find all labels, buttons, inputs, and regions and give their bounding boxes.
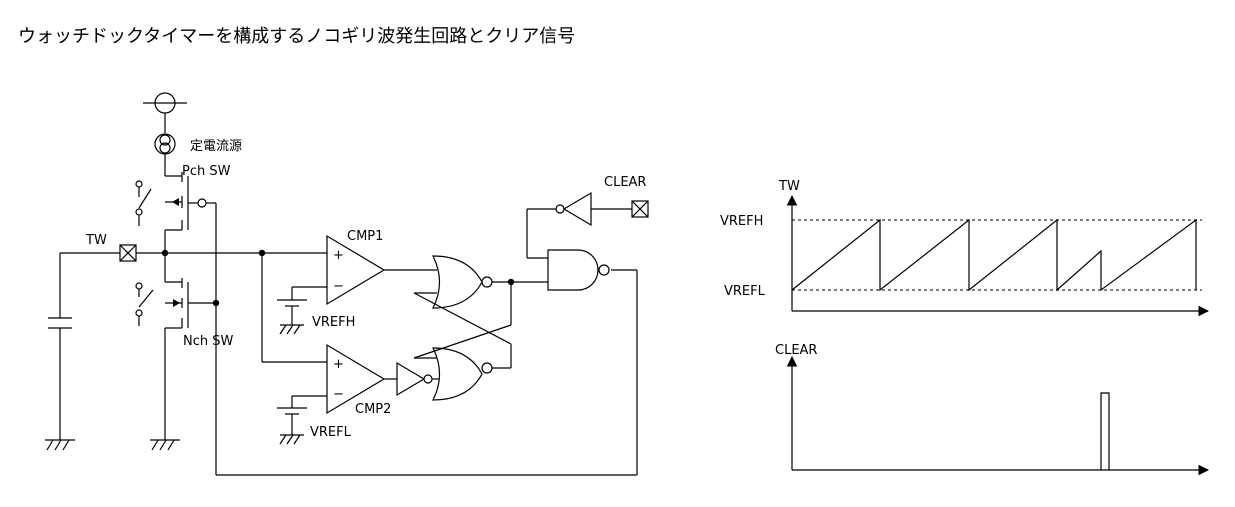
ground-symbol-nch	[150, 439, 180, 451]
ground-symbol-capacitor	[45, 439, 75, 451]
timing-capacitor	[48, 317, 72, 440]
vrefh-battery	[277, 286, 327, 335]
nor-gate-upper	[414, 255, 548, 309]
clear-pulse-waveform	[1100, 392, 1110, 470]
current-source-label: 定電流源	[190, 139, 242, 154]
pch-sw-label: Pch SW	[182, 164, 231, 179]
tw-graph-high-label: VREFH	[720, 214, 763, 229]
clear-terminal-label: CLEAR	[604, 175, 646, 190]
tw-graph-y-label: TW	[778, 179, 800, 194]
tw-graph: TW VREFH VREFL	[720, 179, 1210, 317]
vrefl-battery	[277, 395, 327, 445]
power-supply-terminal	[143, 92, 187, 133]
clear-terminal	[631, 200, 649, 218]
cmp2-minus-sign: −	[333, 387, 344, 402]
tw-label: TW	[85, 233, 107, 248]
inverter-cmp2	[396, 361, 439, 397]
nch-sw-label: Nch SW	[183, 334, 233, 349]
gate-junction-dot	[212, 299, 220, 307]
clear-graph: CLEAR	[775, 343, 1210, 476]
vrefl-label: VREFL	[310, 425, 352, 440]
tw-sawtooth-waveform	[791, 218, 1197, 292]
clear-inverter	[555, 191, 632, 227]
gate-wire	[215, 203, 638, 476]
vrefh-label: VREFH	[312, 315, 355, 330]
pch-body-switch	[135, 180, 152, 226]
nor-gate-lower	[414, 347, 511, 401]
pch-mosfet	[165, 172, 216, 231]
tw-graph-low-label: VREFL	[724, 284, 766, 299]
nch-mosfet	[165, 278, 216, 329]
tw-node-wire	[59, 252, 327, 318]
nand-gate	[526, 208, 610, 291]
comparator-cmp1	[326, 234, 437, 306]
tw-terminal	[119, 244, 137, 262]
nch-body-switch	[135, 282, 154, 326]
cmp1-plus-sign: +	[333, 248, 344, 263]
current-source-symbol	[154, 133, 176, 176]
comparator-cmp2	[326, 343, 397, 415]
cmp1-label: CMP1	[347, 229, 383, 244]
latch-cross-wires	[413, 282, 512, 368]
clear-graph-y-label: CLEAR	[775, 343, 817, 358]
cmp2-label: CMP2	[355, 402, 391, 417]
tw-junction-dot-1	[161, 249, 169, 257]
cmp1-minus-sign: −	[333, 279, 344, 294]
page-title: ウォッチドックタイマーを構成するノコギリ波発生回路とクリア信号	[18, 26, 576, 47]
cmp2-plus-sign: +	[333, 357, 344, 372]
